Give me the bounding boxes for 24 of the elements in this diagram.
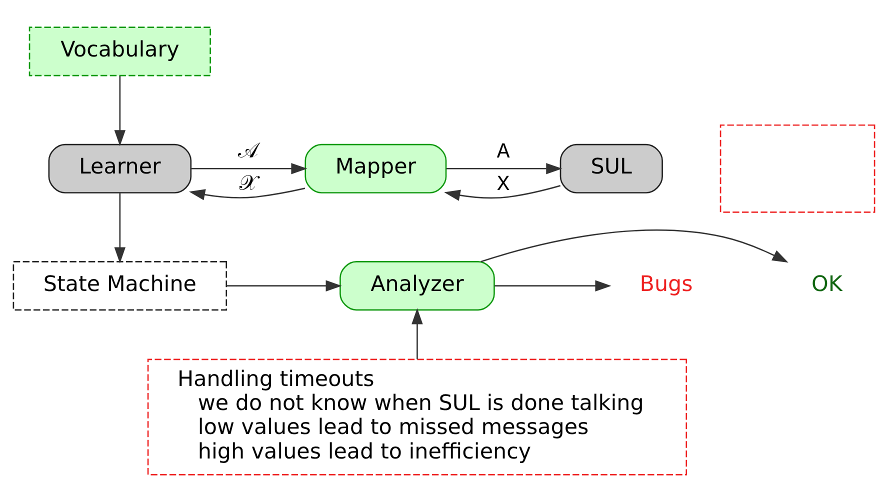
- node-box: Handling timeouts we do not know when SUL is done talking low values lead to missed messages high values lead to inefficiency: [147, 358, 688, 475]
- arrow: [444, 184, 561, 200]
- arrow: [188, 187, 306, 200]
- arrow: [412, 308, 423, 359]
- arrow: [494, 280, 612, 291]
- arrow: [226, 280, 342, 291]
- node-box: Analyzer: [340, 260, 495, 310]
- arrow: [114, 192, 126, 263]
- node-box: Learner: [48, 143, 192, 193]
- node-text: Bugs: [640, 271, 693, 296]
- arrow: [446, 162, 562, 174]
- edge-label: X: [496, 172, 510, 196]
- arrow: [114, 75, 126, 146]
- node-box: State Machine: [12, 260, 228, 310]
- edge-label: A: [496, 140, 510, 164]
- node-text: OK: [812, 271, 842, 296]
- node-box: SUL: [560, 143, 663, 193]
- arrow: [480, 228, 788, 262]
- node-box: [720, 124, 876, 212]
- edge-label: 𝒜: [238, 138, 258, 164]
- node-box: Vocabulary: [28, 26, 211, 76]
- arrow: [191, 162, 308, 174]
- edge-label: 𝒳: [239, 170, 258, 196]
- node-box: Mapper: [304, 143, 447, 193]
